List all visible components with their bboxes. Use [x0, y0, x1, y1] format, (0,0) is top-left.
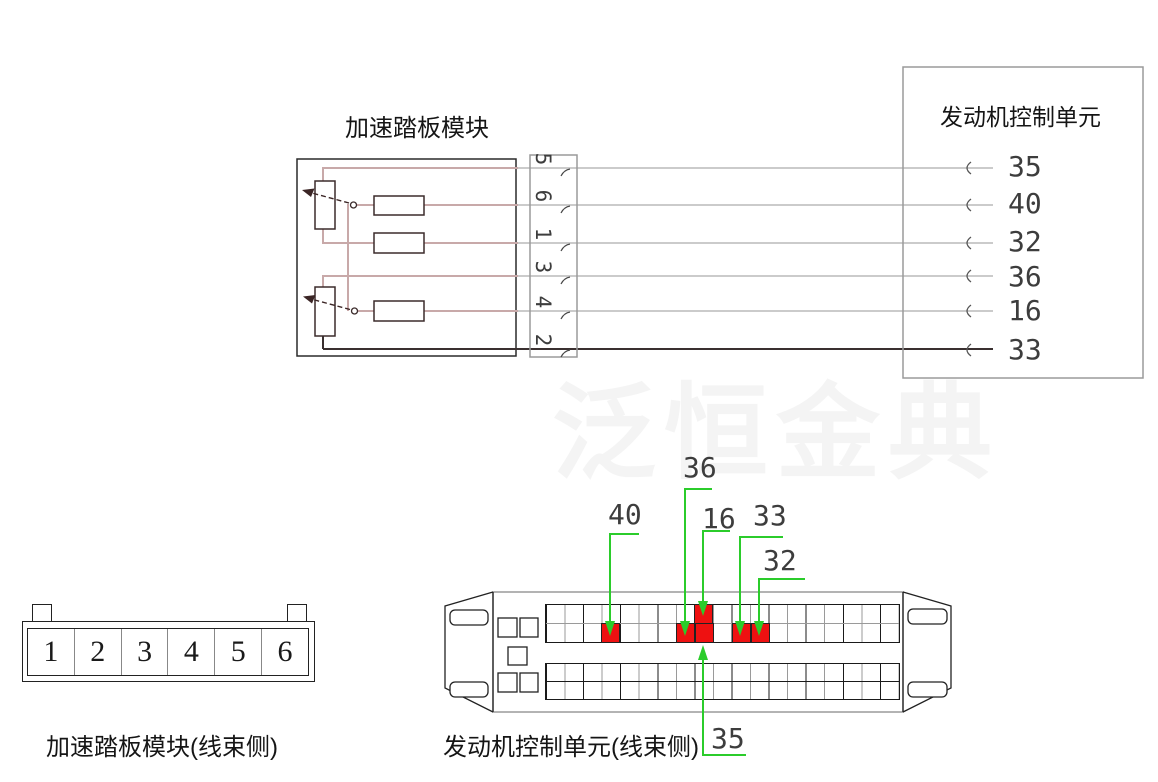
- wiper-arrows: [309, 191, 351, 311]
- harness-wires: [323, 167, 993, 350]
- pedal-pin-cell-6: 6: [277, 635, 293, 668]
- potentiometer-lower: [314, 286, 336, 337]
- callout-underline-40: [609, 533, 639, 535]
- callout-leader-36: [684, 489, 686, 622]
- inline-connector-strip: [529, 154, 578, 358]
- wiper-contact-lower: [350, 307, 359, 315]
- strip-pin-5: 5: [531, 152, 555, 166]
- callout-label-33: 33: [753, 499, 787, 532]
- ecu-pin-16: 16: [1008, 294, 1042, 327]
- ecu-connector-caps: [444, 591, 952, 713]
- ecu-pin-33: 33: [1008, 333, 1042, 366]
- resistor-3: [373, 300, 425, 322]
- strip-pin-6: 6: [531, 189, 555, 203]
- pedal-pin-cell-3: 3: [122, 629, 169, 675]
- ecu-pin-32: 32: [1008, 225, 1042, 258]
- module-internal-wires: [322, 167, 518, 349]
- callout-arrow-35: [698, 645, 708, 660]
- callout-leader-33: [739, 537, 741, 622]
- callout-underline-36: [684, 488, 712, 490]
- callout-arrow-33: [735, 621, 745, 636]
- resistor-1: [373, 195, 425, 216]
- ecu-pin-35: 35: [1008, 150, 1042, 183]
- strip-pin-4: 4: [531, 295, 555, 309]
- callout-underline-16: [702, 530, 730, 532]
- resistor-2: [373, 232, 425, 254]
- callout-label-36: 36: [683, 451, 717, 484]
- strip-pin-3: 3: [531, 260, 555, 274]
- wiper-arrowhead-upper: [302, 188, 315, 197]
- wiper-contact-upper: [349, 201, 358, 209]
- pedal-module-title: 加速踏板模块: [345, 115, 489, 142]
- callout-arrow-16: [698, 601, 708, 616]
- pedal-module-box: [296, 158, 517, 357]
- ecu-connector-caption: 发动机控制单元(线束侧): [443, 734, 699, 761]
- ecu-title: 发动机控制单元: [940, 104, 1101, 130]
- callout-label-35: 35: [711, 722, 745, 755]
- callout-leader-35: [702, 660, 704, 755]
- callout-leader-32: [758, 579, 760, 622]
- wiper-arrowhead-lower: [303, 295, 316, 304]
- pedal-connector-tab-right: [287, 604, 307, 622]
- callout-arrow-32: [754, 621, 764, 636]
- callout-arrow-36: [680, 621, 690, 636]
- grid-midline: [546, 623, 899, 624]
- pedal-pin-cell-1: 1: [28, 629, 75, 675]
- callout-label-16: 16: [702, 502, 736, 535]
- ecu-box: [902, 66, 1144, 379]
- potentiometer-upper: [314, 180, 336, 230]
- grid-midline: [546, 681, 899, 682]
- ecu-terminal-hooks: [966, 161, 972, 357]
- ecu-pin-40: 40: [1008, 187, 1042, 220]
- callout-underline-32: [758, 578, 805, 580]
- ecu-connector-lower-pin-grid: [545, 663, 900, 700]
- watermark-text: 泛恒金典: [552, 348, 1000, 499]
- strip-terminal-hooks: [560, 168, 571, 358]
- callout-leader-40: [609, 534, 611, 622]
- callout-underline-33: [739, 536, 783, 538]
- strip-pin-1: 1: [531, 227, 555, 241]
- pedal-pin-cell-5: 5: [215, 629, 263, 675]
- highlight-cell-pin-35: [694, 623, 714, 643]
- strip-pin-2: 2: [531, 333, 555, 347]
- callout-label-32: 32: [763, 544, 797, 577]
- ecu-connector-upper-pin-grid: [545, 604, 900, 643]
- pedal-pin-cell-2: 2: [75, 629, 122, 675]
- ecu-pin-36: 36: [1008, 260, 1042, 293]
- ecu-connector-keying-squares: [497, 617, 539, 693]
- pedal-connector-caption: 加速踏板模块(线束侧): [46, 734, 278, 761]
- pedal-pin-cell-4: 4: [168, 629, 216, 675]
- callout-leader-16: [702, 531, 704, 602]
- callout-label-40: 40: [608, 498, 642, 531]
- pedal-connector-tab-left: [32, 604, 52, 622]
- callout-arrow-40: [605, 621, 615, 636]
- callout-underline-35: [702, 754, 746, 756]
- pedal-connector-pin-row: 1 2 3 4 5 6: [27, 628, 309, 676]
